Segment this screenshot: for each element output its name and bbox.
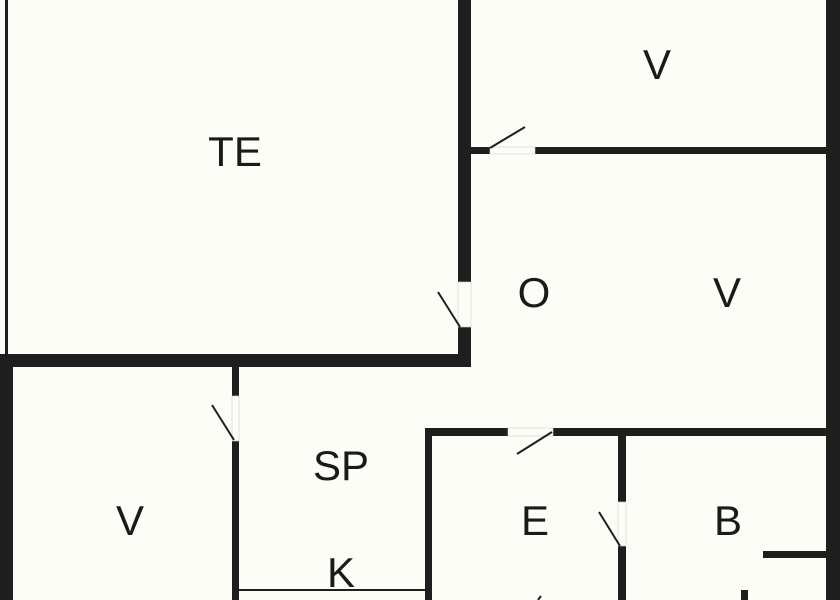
wall-e-top-a — [425, 428, 508, 436]
wall-v-top-bottom-a — [471, 147, 490, 154]
door-v-top[interactable] — [489, 126, 536, 155]
wall-b-stub-vertical — [741, 590, 748, 600]
wall-e-top-b — [553, 428, 826, 436]
room-label-te: TE — [208, 128, 262, 175]
wall-te-right-upper — [458, 0, 471, 282]
door-v-sp[interactable] — [211, 395, 240, 442]
room-label-o: O — [517, 269, 551, 316]
room-label-sp: SP — [312, 442, 370, 489]
wall-e-b-upper — [618, 436, 626, 502]
door-te-o[interactable] — [437, 281, 472, 328]
door-e-b[interactable] — [598, 501, 627, 547]
wall-outer-right — [826, 0, 840, 600]
room-label-b: B — [713, 497, 743, 544]
door-swing-fragment — [537, 595, 542, 600]
room-label-v-mid-right: V — [712, 269, 742, 316]
kitchen-counter-line — [239, 589, 427, 591]
door-e-hall[interactable] — [507, 427, 554, 455]
room-label-k: K — [326, 549, 356, 596]
room-label-v-top-right: V — [642, 41, 672, 88]
wall-b-stub — [763, 551, 826, 558]
wall-te-left — [5, 0, 8, 356]
wall-v-top-bottom-b — [535, 147, 826, 154]
wall-te-bottom — [0, 354, 471, 367]
wall-sp-e — [425, 428, 432, 600]
room-label-e: E — [520, 497, 550, 544]
wall-v-sp-upper — [232, 367, 239, 396]
wall-v-sp-lower — [232, 441, 239, 600]
wall-outer-left-lower — [0, 354, 13, 600]
room-label-v-bottom-left: V — [115, 497, 145, 544]
wall-e-b-lower — [618, 546, 626, 600]
